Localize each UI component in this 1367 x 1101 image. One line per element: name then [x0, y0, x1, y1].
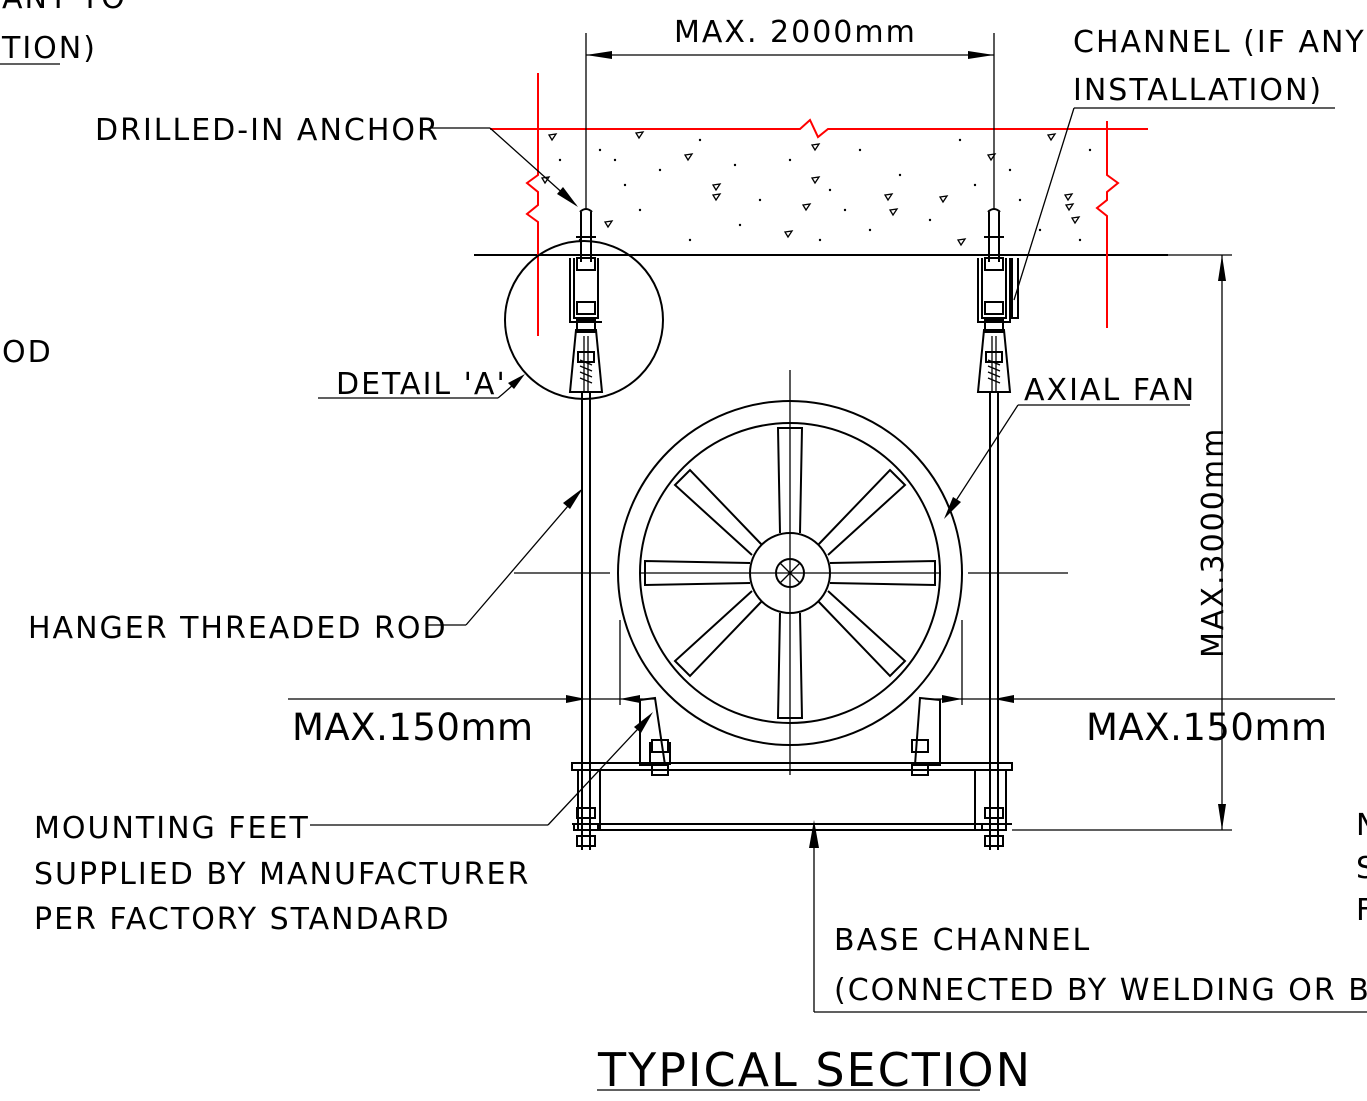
dim-left-clearance-label: MAX.150mm — [292, 706, 534, 749]
hanger-threaded-rod-label: HANGER THREADED ROD — [28, 611, 448, 646]
dim-span-label: MAX. 2000mm — [674, 15, 917, 50]
dim-height-label: MAX.3000mm — [1196, 427, 1231, 658]
mounting-feet-label-line-1: MOUNTING FEET — [34, 811, 310, 846]
hanger-assembly-left — [568, 208, 604, 850]
hanger-assembly-right — [976, 208, 1012, 850]
dim-left-clearance — [288, 620, 655, 705]
dim-height — [1012, 254, 1232, 831]
right-edge-fragment-2: S — [1356, 851, 1367, 886]
drawing-title: TYPICAL SECTION — [597, 1043, 1032, 1097]
base-channel-label-line-1: BASE CHANNEL — [834, 923, 1091, 958]
channel-label-line-2: INSTALLATION) — [1073, 73, 1323, 108]
top-left-fragment-1: ANT TO — [2, 0, 127, 16]
mounting-feet-label-line-2: SUPPLIED BY MANUFACTURER — [34, 857, 530, 892]
axial-fan-label: AXIAL FAN — [1024, 373, 1196, 408]
detail-a-label: DETAIL 'A' — [336, 367, 507, 402]
fan-blades — [644, 427, 936, 719]
right-edge-fragment-3: F — [1356, 893, 1367, 928]
concrete-slab — [474, 73, 1168, 336]
right-edge-fragment-1: N — [1356, 808, 1367, 843]
channel-label-line-1: CHANNEL (IF ANY — [1073, 25, 1366, 60]
base-channel-label-line-2: (CONNECTED BY WELDING OR B — [834, 973, 1367, 1008]
base-channel — [571, 762, 1013, 831]
drilled-in-anchor-label: DRILLED-IN ANCHOR — [95, 113, 440, 148]
slab-aggregate-hatch — [540, 131, 1081, 247]
top-left-fragment-2: TION) — [1, 31, 97, 66]
mounting-feet-label-line-3: PER FACTORY STANDARD — [34, 902, 451, 937]
dim-span — [585, 33, 995, 210]
detail-a-circle — [504, 240, 664, 400]
rod-label-fragment: OD — [2, 335, 53, 370]
leader-lines — [0, 63, 1367, 1091]
dim-right-clearance-label: MAX.150mm — [1086, 706, 1328, 749]
axial-fan — [514, 370, 1068, 775]
slab-stipple — [558, 138, 1092, 242]
dim-right-clearance — [925, 620, 1335, 705]
